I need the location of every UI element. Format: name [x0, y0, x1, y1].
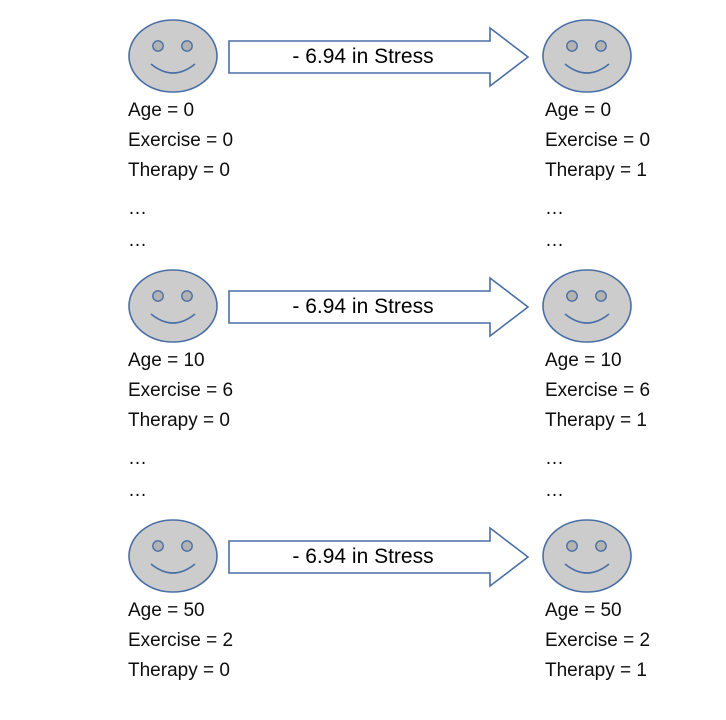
smiley-face-icon [541, 268, 633, 344]
smiley-face-icon [127, 518, 219, 594]
attribute-line: Age = 10 [128, 350, 205, 371]
ellipsis-line: … [545, 230, 565, 251]
attribute-line: Age = 50 [128, 600, 205, 621]
attribute-line: Therapy = 1 [545, 160, 647, 181]
attribute-line: Exercise = 6 [128, 380, 234, 401]
attribute-list-right: Age = 10 Exercise = 6 Therapy = 1 … … [545, 346, 650, 508]
attribute-line: Exercise = 6 [545, 380, 651, 401]
attribute-line: Exercise = 2 [545, 630, 651, 651]
attribute-list-right: Age = 0 Exercise = 0 Therapy = 1 … … [545, 96, 650, 258]
attribute-list-left: Age = 50 Exercise = 2 Therapy = 0 [128, 596, 233, 686]
attribute-line: Age = 50 [545, 600, 622, 621]
ellipsis-line: … [545, 448, 565, 469]
arrow-label: - 6.94 in Stress [292, 545, 434, 568]
attribute-line: Therapy = 1 [545, 660, 647, 681]
attribute-line: Exercise = 2 [128, 630, 234, 651]
arrow-label: - 6.94 in Stress [292, 45, 434, 68]
attribute-line: Age = 10 [545, 350, 622, 371]
ellipsis-line: … [128, 480, 148, 501]
spacer [545, 436, 650, 444]
attribute-line: Therapy = 0 [128, 410, 230, 431]
diagram-row: - 6.94 in Stress Age = 50 Exercise = 2 T… [0, 500, 726, 720]
spacer [545, 186, 650, 194]
spacer [128, 436, 233, 444]
attribute-list-right: Age = 50 Exercise = 2 Therapy = 1 [545, 596, 650, 686]
attribute-line: Exercise = 0 [545, 130, 651, 151]
attribute-line: Exercise = 0 [128, 130, 234, 151]
ellipsis-line: … [128, 448, 148, 469]
attribute-line: Therapy = 1 [545, 410, 647, 431]
ellipsis-line: … [545, 198, 565, 219]
diagram-row: - 6.94 in Stress Age = 10 Exercise = 6 T… [0, 250, 726, 501]
attribute-list-left: Age = 10 Exercise = 6 Therapy = 0 … … [128, 346, 233, 508]
effect-arrow [228, 525, 530, 589]
smiley-face-icon [127, 268, 219, 344]
attribute-line: Age = 0 [545, 100, 612, 121]
spacer [128, 186, 233, 194]
attribute-line: Therapy = 0 [128, 160, 230, 181]
smiley-face-icon [541, 18, 633, 94]
diagram-row: - 6.94 in Stress Age = 0 Exercise = 0 Th… [0, 0, 726, 251]
attribute-list-left: Age = 0 Exercise = 0 Therapy = 0 … … [128, 96, 233, 258]
attribute-line: Therapy = 0 [128, 660, 230, 681]
effect-arrow [228, 25, 530, 89]
smiley-face-icon [541, 518, 633, 594]
effect-arrow [228, 275, 530, 339]
ellipsis-line: … [545, 480, 565, 501]
ellipsis-line: … [128, 230, 148, 251]
smiley-face-icon [127, 18, 219, 94]
attribute-line: Age = 0 [128, 100, 195, 121]
arrow-label: - 6.94 in Stress [292, 295, 434, 318]
ellipsis-line: … [128, 198, 148, 219]
